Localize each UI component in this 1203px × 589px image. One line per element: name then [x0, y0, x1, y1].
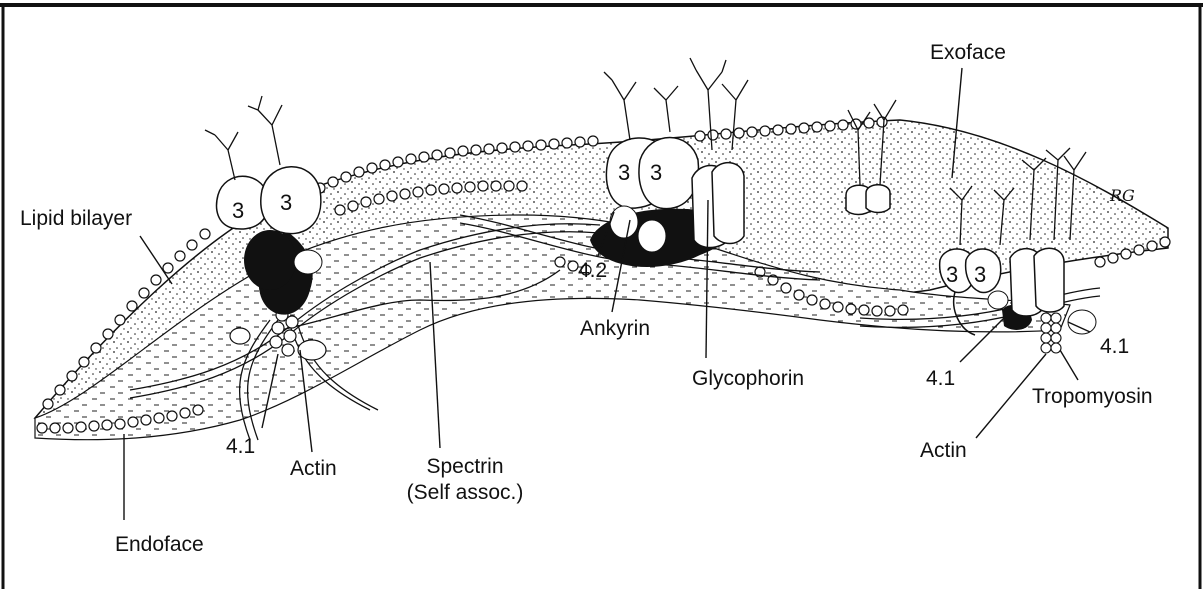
label-exoface: Exoface — [930, 42, 1006, 63]
svg-text:3: 3 — [232, 198, 244, 223]
label-actin-right: Actin — [920, 440, 967, 461]
label-actin-left: Actin — [290, 458, 337, 479]
label-lipid-bilayer: Lipid bilayer — [20, 208, 132, 229]
label-spectrin-line1: Spectrin — [400, 456, 530, 477]
artist-signature: RG — [1110, 188, 1135, 204]
label-tropomyosin: Tropomyosin — [1032, 386, 1153, 407]
label-band41-left: 4.1 — [226, 436, 255, 457]
label-glycophorin: Glycophorin — [692, 368, 804, 389]
svg-text:3: 3 — [650, 160, 662, 185]
svg-text:3: 3 — [946, 262, 958, 287]
svg-text:3: 3 — [974, 262, 986, 287]
svg-text:3: 3 — [280, 190, 292, 215]
label-ankyrin: Ankyrin — [580, 318, 650, 339]
label-spectrin-line2: (Self assoc.) — [400, 482, 530, 503]
svg-text:3: 3 — [618, 160, 630, 185]
label-band41-right-lower: 4.1 — [926, 368, 955, 389]
label-band42: 4.2 — [578, 260, 607, 281]
band3-center: 3 3 — [590, 58, 748, 267]
label-spectrin: Spectrin (Self assoc.) — [400, 456, 530, 503]
label-band41-right-upper: 4.1 — [1100, 336, 1129, 357]
label-endoface: Endoface — [115, 534, 204, 555]
